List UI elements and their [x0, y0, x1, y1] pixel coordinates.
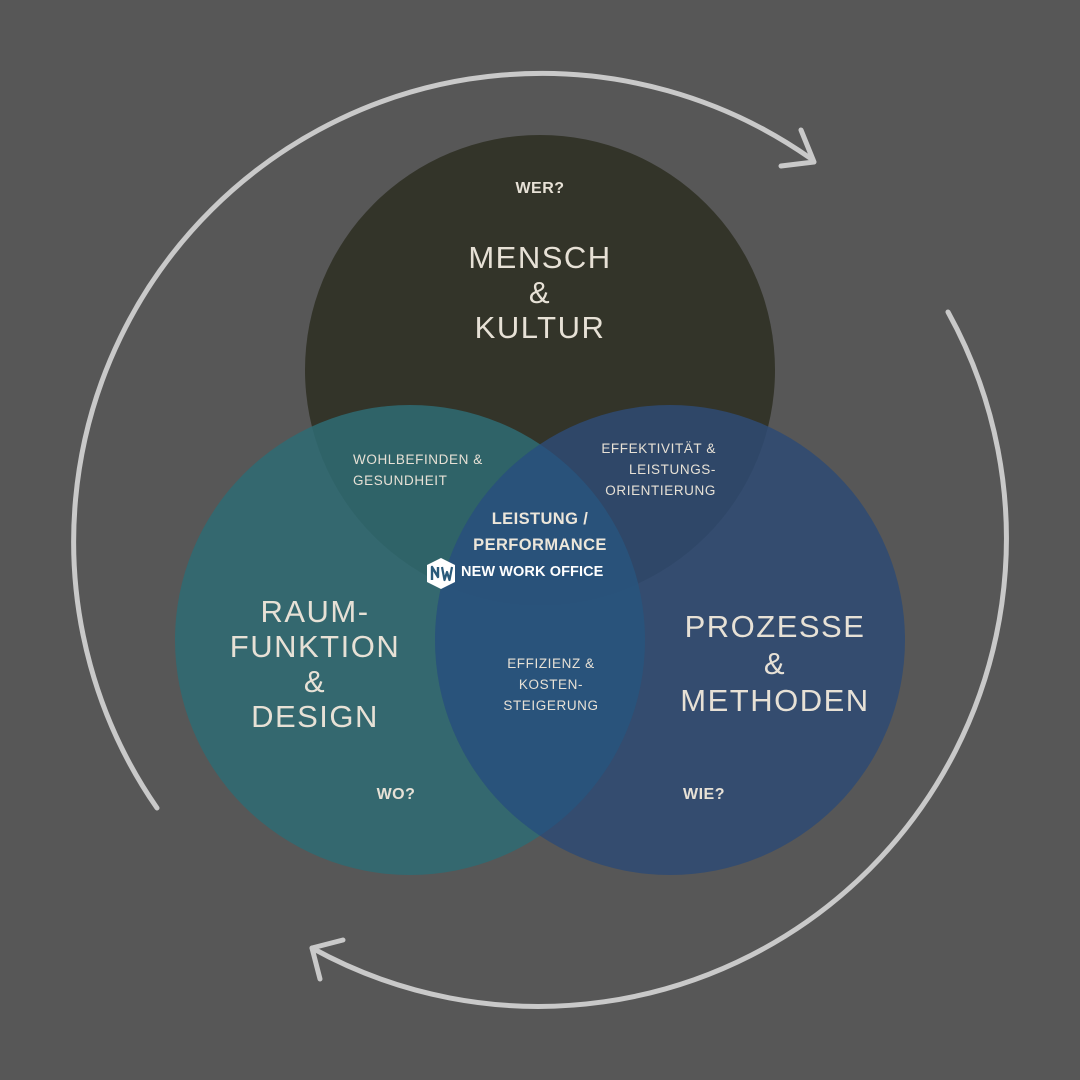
- title-mensch-kultur: MENSCH & KULTUR: [468, 240, 612, 345]
- cycle-arrow-upper-head-icon: [778, 127, 817, 169]
- center-title-leistung: LEISTUNG / PERFORMANCE: [473, 510, 607, 554]
- logo-text-new-work-office: NEW WORK OFFICE: [461, 564, 604, 580]
- overlap-label-effizienz: EFFIZIENZ & KOSTEN- STEIGERUNG: [503, 656, 599, 713]
- circle-prozesse-methoden: [435, 405, 905, 875]
- overlap-label-wohlbefinden: WOHLBEFINDEN & GESUNDHEIT: [353, 452, 483, 488]
- question-wie: WIE?: [683, 786, 725, 803]
- cycle-arrow-lower-head-icon: [309, 937, 346, 982]
- overlap-raum-prozesse: [435, 405, 645, 875]
- question-wo: WO?: [376, 786, 416, 803]
- cycle-arrow-lower: [309, 309, 1009, 1009]
- overlap-label-effektivitaet: EFFEKTIVITÄT & LEISTUNGS- ORIENTIERUNG: [601, 441, 716, 498]
- question-wer: WER?: [515, 180, 565, 197]
- cycle-arrow-upper: [71, 70, 813, 811]
- title-prozesse-methoden: PROZESSE & METHODEN: [680, 609, 870, 718]
- title-raumfunktion-design: RAUM- FUNKTION & DESIGN: [229, 594, 401, 734]
- new-work-office-logo-icon: [427, 558, 455, 589]
